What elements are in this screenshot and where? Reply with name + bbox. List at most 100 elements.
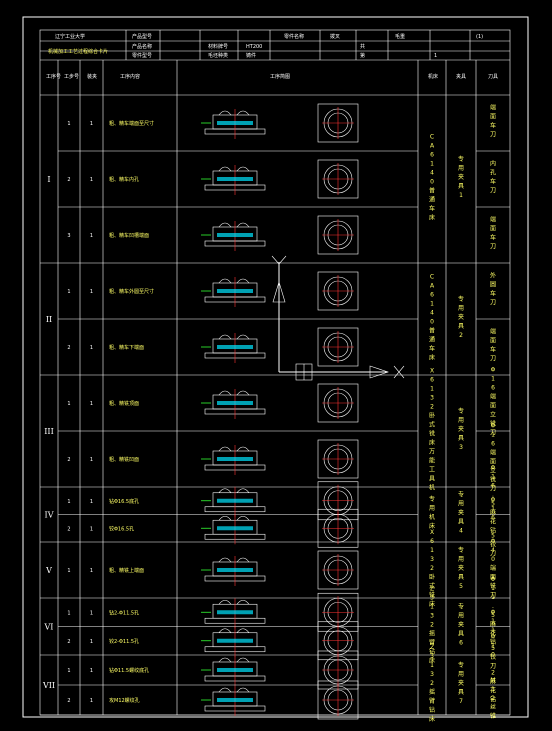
- sketch-part-boss: [218, 488, 250, 493]
- step-content: 粗、精铣凹面: [109, 456, 139, 463]
- sketch-view-box: [317, 439, 359, 479]
- step-tool: 外圆车刀: [490, 272, 496, 307]
- sketch-view-box: [317, 271, 359, 311]
- sketch-cut-area: [217, 698, 253, 702]
- step-tool: 端面车刀: [490, 216, 496, 251]
- sketch-cut-area: [217, 568, 253, 572]
- sketch-part-boss: [218, 278, 250, 284]
- col-machine: 机床: [428, 73, 438, 80]
- step-content: 铰2-Φ11.5孔: [109, 638, 139, 645]
- ucs-axis-icon: [271, 255, 405, 381]
- step-content: 钻2-Φ11.5孔: [109, 609, 139, 616]
- sketch-view-box: [317, 159, 359, 199]
- blank-label: 毛坯种类: [208, 52, 228, 59]
- part-name-label: 零件名称: [284, 33, 304, 40]
- sketch-cut-area: [217, 345, 253, 349]
- step-no: 2: [67, 177, 70, 183]
- step-no: 1: [67, 610, 70, 616]
- sketch-view-box: [317, 215, 359, 255]
- step-no: 3: [67, 233, 70, 239]
- step-install: 1: [90, 401, 93, 407]
- step-install: 1: [90, 698, 93, 704]
- sketch-cut-area: [217, 401, 253, 405]
- step-install: 1: [90, 499, 93, 505]
- col-step-no: 工步号: [64, 74, 79, 80]
- step-tool: 端面车刀: [490, 104, 496, 139]
- sketch-cut-area: [217, 121, 253, 125]
- step-install: 1: [90, 177, 93, 183]
- step-no: 2: [67, 639, 70, 645]
- step-no: 2: [67, 526, 70, 532]
- sketch-part-boss: [218, 628, 250, 633]
- material-label: 材料牌号: [208, 43, 228, 50]
- sketch-part-boss: [218, 446, 250, 452]
- doc-title: 机械加工工艺过程综合卡片: [48, 48, 108, 55]
- sketch-part-boss: [218, 657, 250, 663]
- col-content: 工序内容: [120, 73, 140, 80]
- sketch-cut-area: [217, 526, 253, 531]
- material-value: HT200: [246, 44, 262, 50]
- step-no: 1: [67, 568, 70, 574]
- school-name: 辽宁工业大学: [55, 33, 85, 40]
- step-no: 2: [67, 698, 70, 704]
- step-install: 1: [90, 121, 93, 127]
- weight-label: 毛重: [395, 33, 405, 40]
- sketch-cut-area: [217, 610, 253, 615]
- product-name-label: 产品名称: [132, 43, 152, 50]
- sketch-part-boss: [218, 110, 250, 116]
- sketch-cut-area: [217, 668, 253, 672]
- part-model-label: 零件型号: [132, 52, 152, 59]
- sketch-part-boss: [218, 557, 250, 563]
- sketch-part-boss: [218, 599, 250, 605]
- sketch-view-box: [317, 103, 359, 143]
- page-value: 1: [434, 53, 437, 59]
- stage-roman: VII: [42, 681, 55, 690]
- step-install: 1: [90, 610, 93, 616]
- step-no: 2: [67, 345, 70, 351]
- step-tool: 端面车刀: [490, 328, 496, 363]
- step-content: 粗、精铣顶面: [109, 400, 139, 407]
- step-install: 1: [90, 233, 93, 239]
- col-sketch: 工序简图: [270, 73, 290, 80]
- col-install: 装夹: [87, 73, 97, 80]
- step-content: 铰Φ16.5孔: [109, 525, 134, 532]
- step-tool: 内孔车刀: [490, 160, 496, 195]
- sketch-view-box: [317, 680, 359, 720]
- sketch-view-box: [317, 327, 359, 367]
- stage-roman: VI: [44, 623, 54, 632]
- header-grid: [40, 30, 510, 61]
- col-tool: 刀具: [488, 74, 498, 80]
- sketch-cut-area: [217, 498, 253, 503]
- col-process-no: 工序号: [46, 73, 61, 80]
- step-content: 粗、精车内孔: [109, 176, 139, 183]
- step-content: 粗、精铣上端面: [109, 567, 144, 574]
- sketch-view-box: [317, 383, 359, 423]
- stage-roman: V: [45, 566, 52, 575]
- step-install: 1: [90, 639, 93, 645]
- step-install: 1: [90, 668, 93, 674]
- sketch-part-boss: [218, 166, 250, 172]
- part-name-value: 拨叉: [330, 33, 340, 40]
